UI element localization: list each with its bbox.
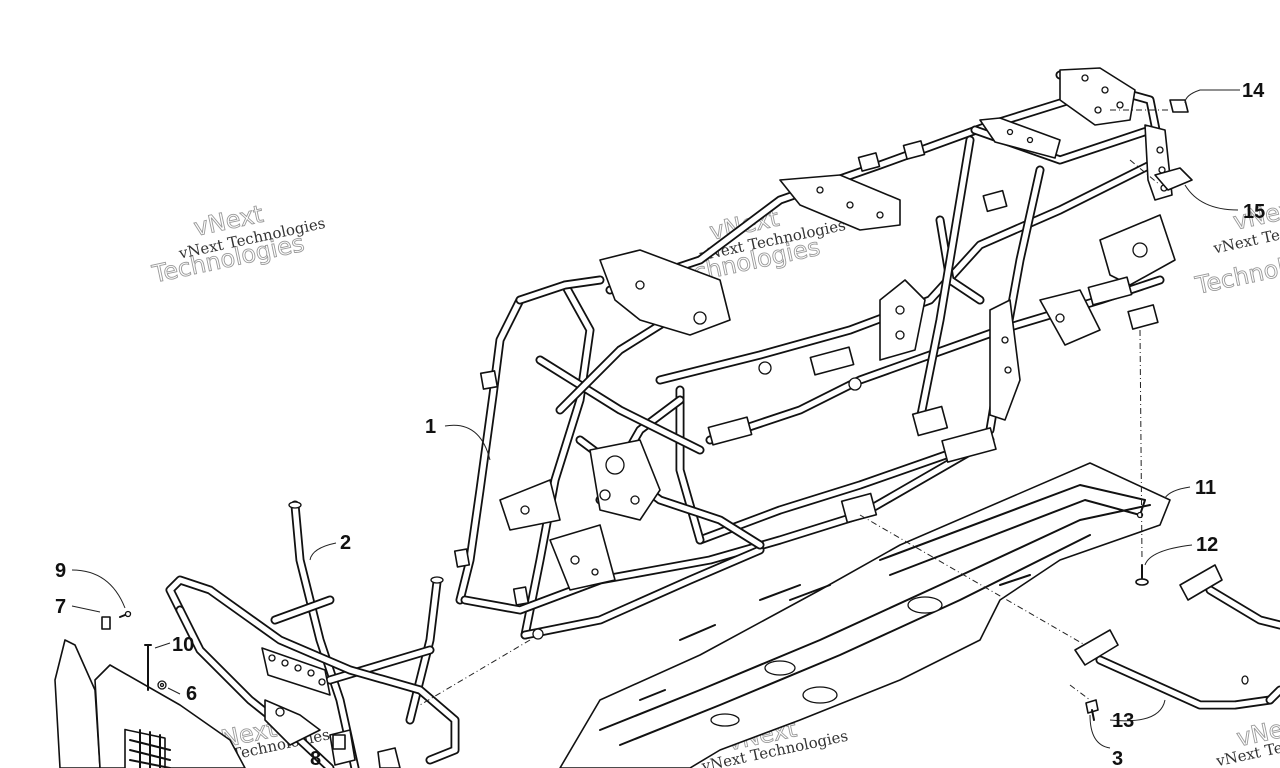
clip-part-7[interactable] — [101, 616, 111, 630]
front-bumper[interactable] — [165, 575, 460, 768]
bolt-part-8[interactable] — [332, 734, 346, 750]
callout-12[interactable]: 12 — [1196, 534, 1218, 556]
callout-3[interactable]: 3 — [1112, 748, 1123, 768]
callout-labels: 1 2 3 6 7 8 9 10 11 12 13 14 15 — [55, 80, 1265, 768]
rear-bracket-part-13[interactable] — [1074, 564, 1280, 710]
washer-part-6[interactable] — [157, 680, 167, 690]
front-rack-tube-part-2[interactable] — [270, 500, 444, 768]
skid-plate-part-11[interactable] — [559, 462, 1171, 768]
callout-6[interactable]: 6 — [186, 683, 197, 705]
callout-11[interactable]: 11 — [1195, 477, 1216, 499]
callout-1[interactable]: 1 — [425, 416, 436, 438]
callout-15[interactable]: 15 — [1243, 201, 1265, 223]
callout-2[interactable]: 2 — [340, 532, 351, 554]
callout-10[interactable]: 10 — [172, 634, 194, 656]
pin-part-10[interactable] — [144, 644, 152, 691]
callout-8[interactable]: 8 — [310, 748, 321, 768]
callout-14[interactable]: 14 — [1242, 80, 1265, 102]
bolt-part-3[interactable] — [1085, 699, 1099, 721]
screw-part-9[interactable] — [119, 610, 132, 618]
callout-7[interactable]: 7 — [55, 596, 66, 618]
watermark-1: vNext Technologies vNext Technologies — [149, 199, 327, 289]
leader-lines — [71, 89, 1240, 749]
callout-13[interactable]: 13 — [1112, 710, 1134, 732]
front-grille-panel[interactable] — [54, 639, 246, 768]
callout-9[interactable]: 9 — [55, 560, 66, 582]
fastener-part-12[interactable] — [1135, 564, 1149, 586]
decal-part-15[interactable] — [1154, 167, 1193, 191]
nut-part-14[interactable] — [1169, 99, 1189, 113]
